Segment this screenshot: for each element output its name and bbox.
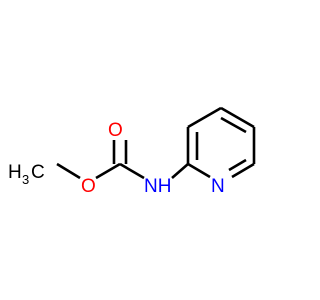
bond-group	[56, 106, 256, 180]
bond-nitrogen-ring-carbon	[171, 163, 189, 179]
bond-ring-c4-c5-inner	[220, 116, 247, 134]
bond-ring-c3-c4	[187, 106, 222, 129]
carbonyl-oxygen-label: O	[108, 120, 123, 141]
atom-label-group: H 3 C O O NH N	[8, 120, 225, 197]
methyl-label-c: C	[31, 162, 45, 183]
bond-carbonyl-carbon-nitrogen	[119, 162, 145, 180]
bond-ring-c6-n-inner	[228, 158, 247, 172]
methyl-label-subscript: 3	[22, 172, 29, 187]
bond-oxygen-carbonyl-carbon	[95, 162, 121, 180]
ester-oxygen-label: O	[81, 176, 96, 197]
bond-methyl-oxygen	[56, 162, 81, 180]
bond-ring-c6-n	[231, 162, 255, 179]
bond-ring-n-c2	[187, 162, 211, 179]
bond-ring-c4-c5	[220, 106, 255, 129]
ring-nitrogen-label: N	[211, 176, 225, 197]
methyl-label-h: H	[8, 162, 22, 183]
chemical-structure-diagram: H 3 C O O NH N	[8, 106, 256, 197]
amine-label: NH	[144, 176, 171, 197]
